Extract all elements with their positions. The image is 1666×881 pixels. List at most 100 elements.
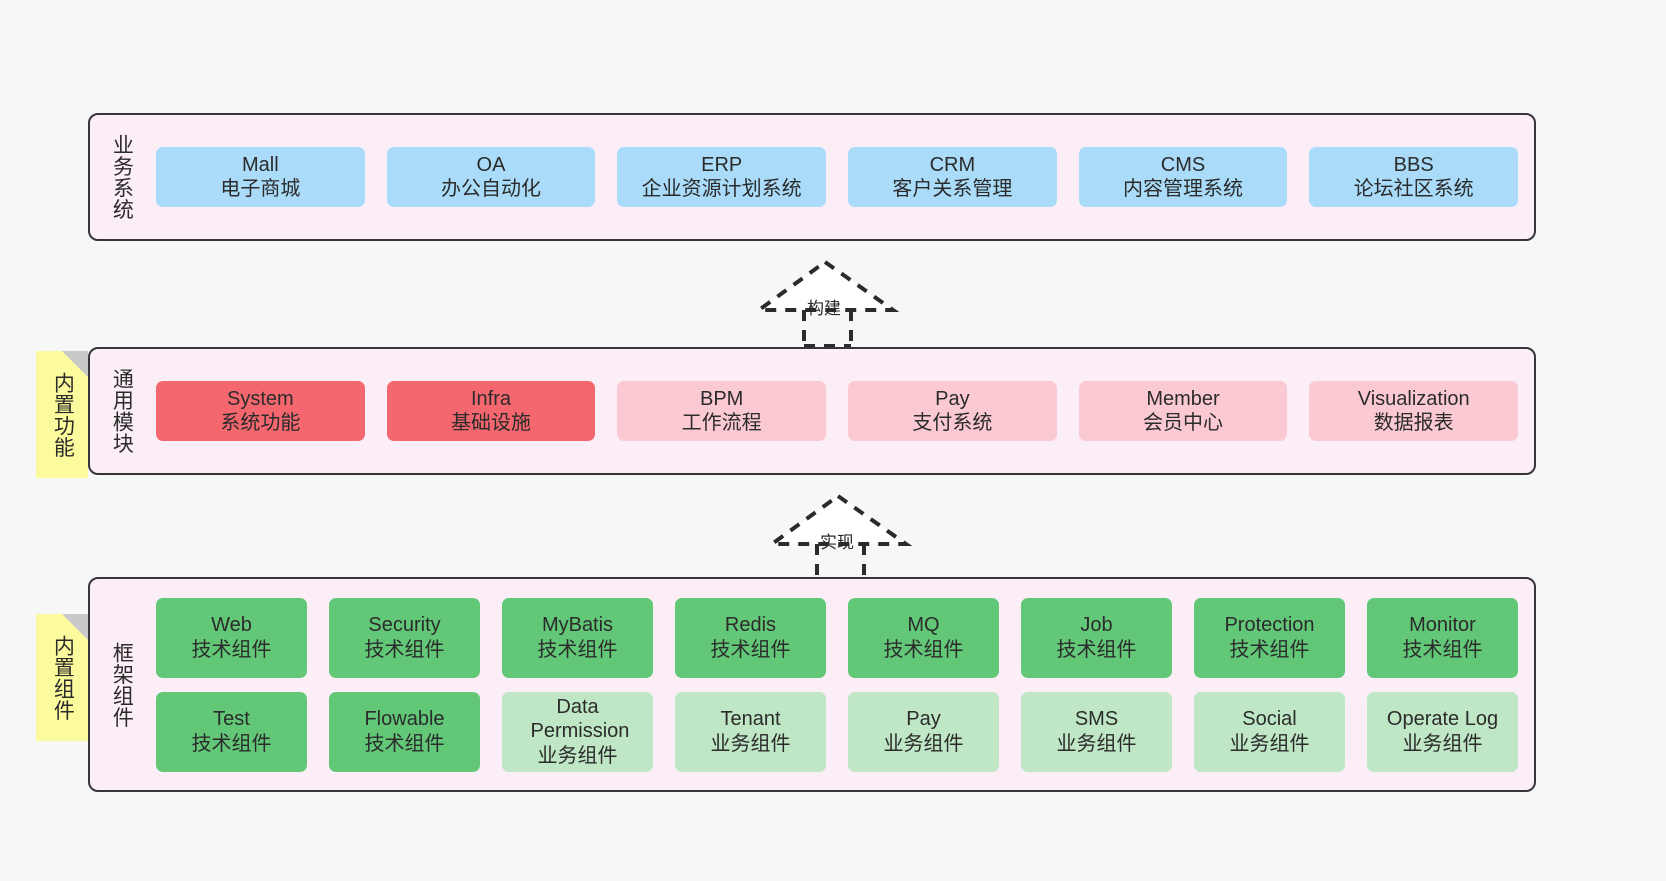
card-redis-desc: 技术组件 [710, 638, 791, 661]
card-monitor[interactable]: Monitor 技术组件 [1367, 597, 1518, 678]
connector-implement-label: 实现 [820, 533, 854, 552]
card-redis[interactable]: Redis 技术组件 [675, 597, 826, 678]
layer-business-system-body: Mall 电子商城 OA 办公自动化 ERP 企业资源计划系统 CRM 客户关系… [144, 146, 1534, 208]
card-pay-module[interactable]: Pay 支付系统 [848, 380, 1057, 442]
connector-build-arrow [752, 259, 900, 348]
sticky-fold-icon [62, 614, 88, 640]
card-mall[interactable]: Mall 电子商城 [156, 146, 365, 208]
card-operate-log-desc: 业务组件 [1402, 732, 1483, 755]
card-flowable-desc: 技术组件 [364, 732, 445, 755]
card-mall-desc: 电子商城 [220, 178, 301, 200]
sticky-note-builtin-components-label: 内置组件 [51, 634, 75, 721]
card-monitor-desc: 技术组件 [1402, 638, 1483, 661]
card-web[interactable]: Web 技术组件 [156, 597, 307, 678]
layer-common-module-body: System 系统功能 Infra 基础设施 BPM 工作流程 Pay 支付系统… [144, 380, 1534, 442]
card-visualization[interactable]: Visualization 数据报表 [1309, 380, 1519, 442]
card-oa-name: OA [476, 153, 506, 176]
card-mybatis[interactable]: MyBatis 技术组件 [502, 597, 653, 678]
card-pay-module-desc: 支付系统 [912, 412, 993, 434]
card-job-desc: 技术组件 [1056, 638, 1137, 661]
card-mq[interactable]: MQ 技术组件 [848, 597, 999, 678]
card-security-desc: 技术组件 [364, 638, 445, 661]
card-tenant-desc: 业务组件 [710, 732, 791, 755]
card-bbs-name: BBS [1393, 153, 1434, 176]
card-tenant[interactable]: Tenant 业务组件 [675, 691, 826, 772]
card-infra-name: Infra [470, 387, 512, 410]
card-job[interactable]: Job 技术组件 [1021, 597, 1172, 678]
card-social-name: Social [1242, 708, 1297, 731]
card-bbs-desc: 论坛社区系统 [1353, 178, 1474, 200]
card-visualization-name: Visualization [1357, 387, 1470, 410]
card-data-permission[interactable]: Data Permission 业务组件 [502, 691, 653, 772]
card-flowable[interactable]: Flowable 技术组件 [329, 691, 480, 772]
card-monitor-name: Monitor [1409, 614, 1476, 637]
card-web-desc: 技术组件 [191, 638, 272, 661]
card-social[interactable]: Social 业务组件 [1194, 691, 1345, 772]
card-tenant-name: Tenant [720, 708, 781, 731]
layer-framework-components-title: 框架组件 [110, 641, 134, 728]
card-test-name: Test [213, 708, 250, 731]
card-member-name: Member [1146, 387, 1220, 410]
card-oa-desc: 办公自动化 [441, 178, 541, 200]
card-erp[interactable]: ERP 企业资源计划系统 [617, 146, 827, 208]
card-mall-name: Mall [242, 153, 279, 176]
card-protection-name: Protection [1224, 614, 1315, 637]
sticky-note-builtin-features-label: 内置功能 [51, 371, 75, 458]
card-web-name: Web [211, 614, 252, 637]
card-erp-name: ERP [701, 153, 743, 176]
card-data-permission-name: Data Permission [530, 695, 630, 743]
layer-common-module: 通用模块 System 系统功能 Infra 基础设施 BPM 工作流程 Pay… [88, 347, 1536, 475]
card-protection-desc: 技术组件 [1229, 638, 1310, 661]
card-job-name: Job [1080, 614, 1113, 637]
card-crm-desc: 客户关系管理 [892, 178, 1013, 200]
card-bpm-desc: 工作流程 [681, 412, 762, 434]
card-cms-desc: 内容管理系统 [1123, 178, 1244, 200]
card-infra[interactable]: Infra 基础设施 [386, 380, 596, 442]
card-cms[interactable]: CMS 内容管理系统 [1078, 146, 1288, 208]
layer-common-module-title: 通用模块 [110, 368, 134, 454]
layer-business-system: 业务系统 Mall 电子商城 OA 办公自动化 ERP 企业资源计划系统 CRM… [88, 113, 1536, 241]
business-card-row: Mall 电子商城 OA 办公自动化 ERP 企业资源计划系统 CRM 客户关系… [156, 146, 1519, 208]
card-member[interactable]: Member 会员中心 [1078, 380, 1288, 442]
layer-framework-components: 框架组件 Web 技术组件 Security 技术组件 MyBatis 技术组件… [88, 577, 1536, 792]
card-bpm[interactable]: BPM 工作流程 [617, 380, 827, 442]
sticky-note-builtin-features: 内置功能 [36, 351, 88, 478]
card-sms-name: SMS [1074, 708, 1119, 731]
framework-tech-row: Web 技术组件 Security 技术组件 MyBatis 技术组件 Redi… [156, 597, 1518, 678]
card-protection[interactable]: Protection 技术组件 [1194, 597, 1345, 678]
connector-build: 构建 [752, 258, 905, 348]
card-mq-name: MQ [907, 614, 940, 637]
layer-business-system-title: 业务系统 [110, 134, 134, 220]
card-pay-component[interactable]: Pay 业务组件 [848, 691, 999, 772]
card-flowable-name: Flowable [364, 708, 445, 731]
card-data-permission-desc: 业务组件 [537, 744, 618, 767]
card-member-desc: 会员中心 [1143, 412, 1224, 434]
card-sms[interactable]: SMS 业务组件 [1021, 691, 1172, 772]
common-card-row: System 系统功能 Infra 基础设施 BPM 工作流程 Pay 支付系统… [156, 380, 1519, 442]
card-infra-desc: 基础设施 [451, 412, 531, 434]
card-oa[interactable]: OA 办公自动化 [386, 146, 596, 208]
card-bbs[interactable]: BBS 论坛社区系统 [1309, 146, 1519, 208]
card-system-name: System [226, 387, 294, 410]
card-system-desc: 系统功能 [220, 412, 301, 434]
sticky-note-builtin-components: 内置组件 [36, 614, 88, 741]
card-test-desc: 技术组件 [191, 732, 272, 755]
card-security-name: Security [368, 614, 441, 637]
card-sms-desc: 业务组件 [1056, 732, 1137, 755]
card-social-desc: 业务组件 [1229, 732, 1310, 755]
card-system[interactable]: System 系统功能 [156, 380, 365, 442]
card-test[interactable]: Test 技术组件 [156, 691, 307, 772]
card-pay-component-name: Pay [906, 708, 941, 731]
card-security[interactable]: Security 技术组件 [329, 597, 480, 678]
framework-business-row: Test 技术组件 Flowable 技术组件 Data Permission … [156, 691, 1518, 772]
card-pay-module-name: Pay [935, 387, 970, 410]
card-pay-component-desc: 业务组件 [883, 732, 964, 755]
sticky-fold-icon [62, 351, 88, 377]
card-crm-name: CRM [929, 153, 976, 176]
card-operate-log[interactable]: Operate Log 业务组件 [1367, 691, 1518, 772]
card-mybatis-name: MyBatis [541, 614, 614, 637]
card-mybatis-desc: 技术组件 [537, 638, 618, 661]
layer-framework-components-body: Web 技术组件 Security 技术组件 MyBatis 技术组件 Redi… [144, 597, 1534, 772]
card-crm[interactable]: CRM 客户关系管理 [848, 146, 1057, 208]
